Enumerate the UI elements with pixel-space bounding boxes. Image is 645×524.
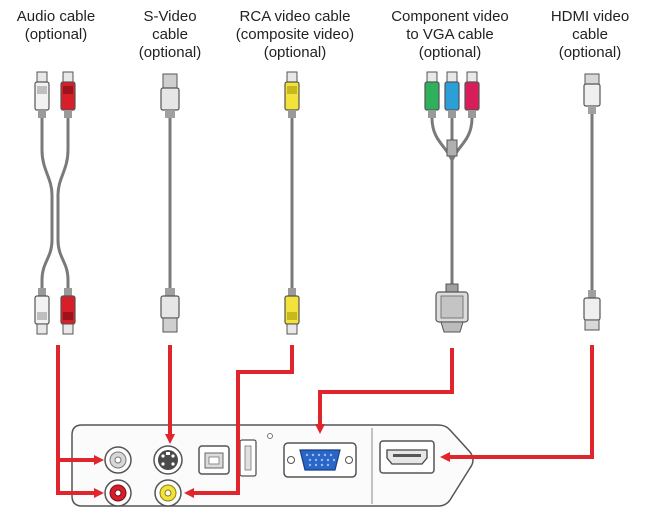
rca-cable-label-line-1: RCA video cable: [239, 8, 351, 25]
component-vga-cable-label-line-1: Component video: [391, 8, 509, 25]
audio-plug-red-bottom: [60, 288, 76, 335]
rca-plug-yellow-top: [284, 71, 300, 118]
audio-cable-label: Audio cable (optional): [2, 8, 110, 44]
arrow-vga-to-port: [315, 348, 454, 434]
audio-cable-wire-right: [56, 118, 70, 290]
component-plug-red: [464, 71, 480, 118]
audio-plug-red-top: [60, 71, 76, 118]
component-vga-cable-label: Component video to VGA cable (optional): [380, 8, 520, 62]
rca-plug-yellow-bottom: [284, 288, 300, 335]
projector-panel: [71, 424, 474, 507]
audio-cable-wire-left: [40, 118, 54, 290]
hdmi-plug-bottom: [583, 290, 601, 331]
component-plug-blue: [444, 71, 460, 118]
video-in-yellow-port: [154, 479, 182, 507]
hdmi-cable-label-line-1: HDMI video: [550, 8, 630, 25]
audio-plug-white-bottom: [34, 288, 50, 335]
hdmi-port: [379, 440, 435, 474]
vga-port: [283, 442, 357, 478]
s-video-cable-label-line-1: S-Video: [143, 8, 197, 25]
audio-in-white-port: [104, 446, 132, 474]
indicator-dot: [267, 433, 273, 439]
hdmi-plug-top: [583, 73, 601, 114]
audio-cable-label-line-1: Audio cable: [16, 8, 96, 25]
arrow-hdmi-to-port: [440, 345, 594, 462]
component-vga-cable-label-line-3: (optional): [418, 44, 482, 61]
component-plug-green: [424, 71, 440, 118]
arrow-rca-to-yellow-port: [184, 345, 294, 498]
audio-in-red-port: [104, 479, 132, 507]
s-video-port: [153, 445, 183, 475]
s-video-cable-label-line-3: (optional): [138, 44, 202, 61]
rca-cable-label-line-3: (optional): [263, 44, 327, 61]
vga-plug: [435, 283, 469, 333]
audio-plug-white-top: [34, 71, 50, 118]
audio-cable: [34, 71, 76, 335]
s-video-plug-bottom: [160, 288, 180, 333]
rca-cable-label-line-2: (composite video): [235, 26, 355, 43]
hdmi-cable: [583, 73, 601, 331]
hdmi-cable-label-line-3: (optional): [558, 44, 622, 61]
connection-arrows: [56, 345, 594, 498]
hdmi-cable-label: HDMI video cable (optional): [540, 8, 640, 62]
audio-cable-label-line-2: (optional): [24, 26, 88, 43]
s-video-plug-top: [160, 73, 180, 118]
usb-b-port: [198, 445, 230, 475]
s-video-cable: [160, 73, 180, 333]
hdmi-cable-label-line-2: cable: [572, 26, 608, 43]
s-video-cable-label: S-Video cable (optional): [120, 8, 220, 62]
usb-a-port: [239, 439, 257, 477]
rca-cable-label: RCA video cable (composite video) (optio…: [222, 8, 368, 62]
arrow-audio-to-red-port: [56, 460, 104, 498]
s-video-cable-label-line-2: cable: [152, 26, 188, 43]
component-to-vga-cable: [424, 71, 480, 333]
rca-video-cable: [284, 71, 300, 335]
component-vga-cable-label-line-2: to VGA cable: [406, 26, 494, 43]
